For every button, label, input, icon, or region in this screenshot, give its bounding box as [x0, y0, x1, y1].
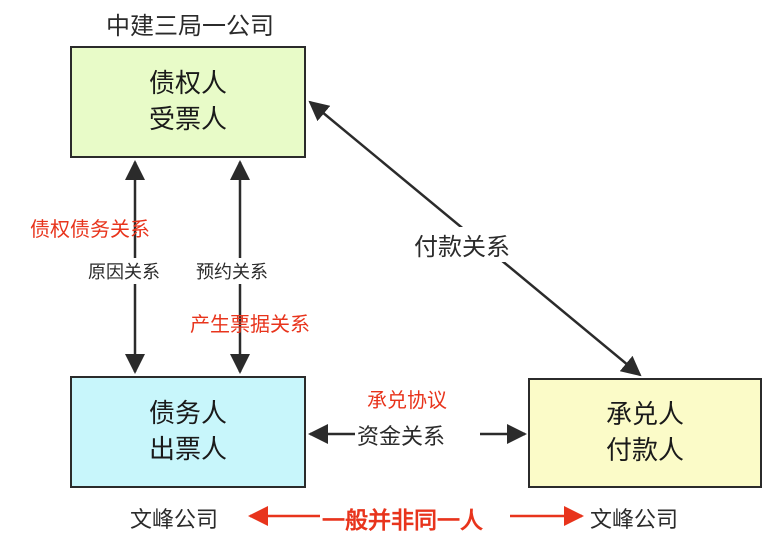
acceptor-box: 承兑人 付款人	[528, 378, 762, 488]
creditor-box-line2: 受票人	[148, 105, 227, 135]
creditor-box-line1: 债权人	[148, 69, 227, 99]
cause-relation-label: 原因关系	[88, 258, 160, 284]
not-same-person-label: 一般并非同一人	[322, 508, 483, 534]
bottom-right-company-label: 文峰公司	[590, 508, 679, 533]
acceptor-box-line2: 付款人	[605, 436, 684, 466]
debtor-box-line2: 出票人	[148, 435, 227, 465]
acceptor-box-line1: 承兑人	[605, 400, 684, 430]
bottom-left-company-label: 文峰公司	[130, 508, 219, 533]
debtor-box-line1: 债务人	[148, 399, 227, 429]
fund-relation-label: 资金关系	[357, 425, 446, 450]
appointment-relation-label: 预约关系	[196, 258, 268, 284]
debtor-box: 债务人 出票人	[70, 376, 306, 488]
bill-relation-label: 产生票据关系	[190, 312, 310, 336]
payment-relation-label: 付款关系	[412, 227, 512, 262]
acceptance-agreement-label: 承兑协议	[367, 388, 447, 412]
top-company-label: 中建三局一公司	[106, 12, 274, 40]
creditor-box: 债权人 受票人	[70, 46, 306, 158]
debt-relation-label: 债权债务关系	[30, 217, 150, 241]
